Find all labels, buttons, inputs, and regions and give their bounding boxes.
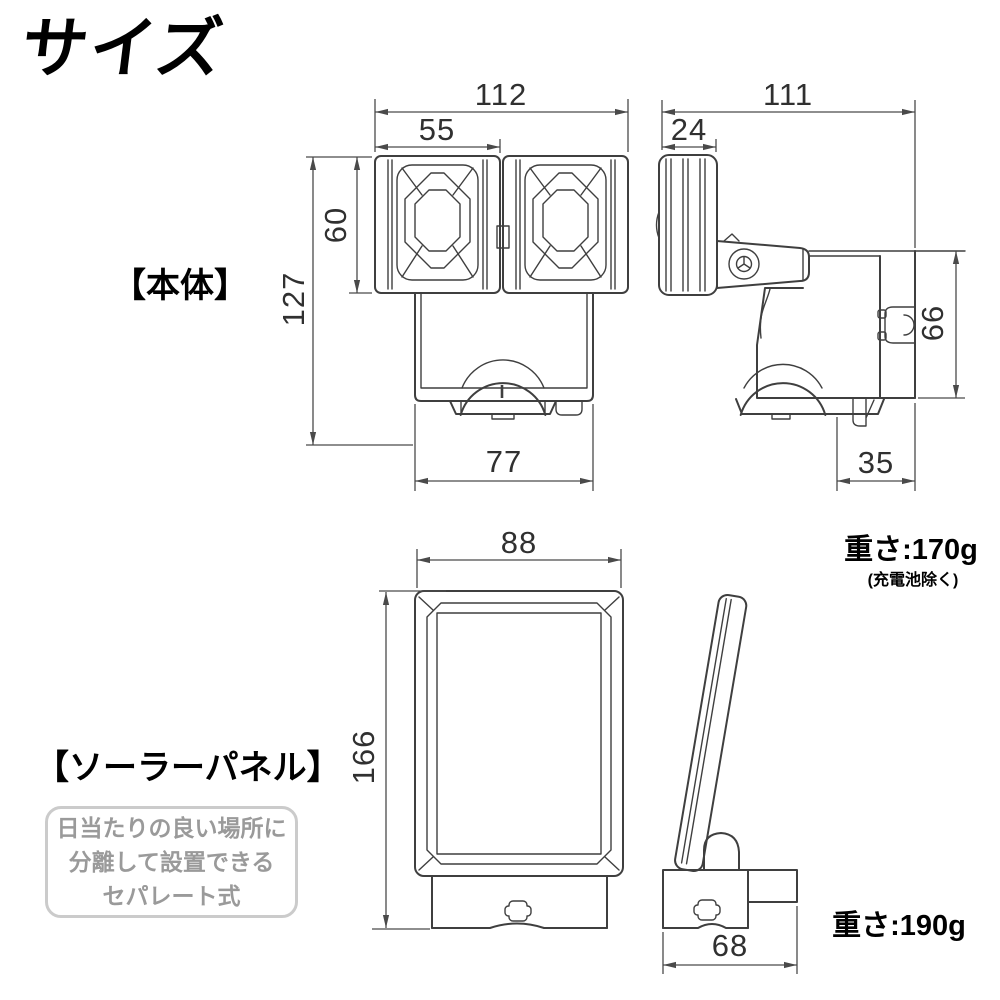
dim-body-front-lamp-width: 55 [418, 112, 456, 147]
pivot-arm [716, 240, 810, 289]
body-weight-note: (充電池除く) [867, 572, 959, 589]
solar-side-view [662, 593, 798, 974]
note-line: 分離して設置できる [68, 849, 275, 875]
body-side-view [655, 100, 966, 491]
dim-body-side-overall-depth: 111 [762, 77, 814, 112]
separate-type-note: 日当たりの良い場所に 分離して設置できる セパレート式 [45, 806, 298, 918]
body-weight: 重さ:170g [844, 534, 978, 566]
body-front-view [306, 99, 629, 491]
solar-panel-frame [414, 590, 624, 877]
right-lamp-head [502, 155, 629, 294]
dim-body-front-lamp-height: 60 [318, 206, 353, 244]
dim-body-side-housing-height: 66 [915, 304, 950, 342]
solar-panel-side [674, 593, 748, 872]
dim-solar-side-base-depth: 68 [711, 928, 749, 963]
dim-solar-front-width: 88 [500, 525, 538, 560]
solar-weight: 重さ:190g [832, 910, 966, 942]
solar-front-view [372, 549, 624, 930]
keyhole-slot-icon [504, 900, 532, 922]
sensor-dome [459, 382, 547, 416]
dim-body-front-housing-width: 77 [485, 444, 523, 479]
pivot-screw-icon [728, 248, 760, 280]
sensor-dome-top [461, 359, 545, 389]
page-title: サイズ [17, 11, 229, 85]
lamp-side [658, 154, 718, 296]
body-section-label: 【本体】 [112, 267, 248, 305]
solar-section-label: 【ソーラーパネル】 [35, 749, 341, 787]
dim-solar-front-height: 166 [346, 729, 381, 785]
wall-hook [852, 398, 875, 427]
dim-body-front-overall-height: 127 [276, 271, 311, 327]
note-line: 日当たりの良い場所に [56, 815, 287, 841]
mount-latch [884, 306, 916, 344]
dim-body-front-overall-width: 112 [474, 77, 528, 112]
lamp-hinge [496, 225, 510, 249]
keyhole-slot-icon [693, 899, 721, 921]
dim-body-side-lamp-depth: 24 [670, 112, 708, 147]
power-cable [759, 288, 771, 339]
left-lamp-head [374, 155, 501, 294]
dim-body-side-mount-depth: 35 [857, 445, 895, 480]
panel-pivot-bracket [703, 832, 740, 871]
note-line: セパレート式 [102, 883, 241, 909]
